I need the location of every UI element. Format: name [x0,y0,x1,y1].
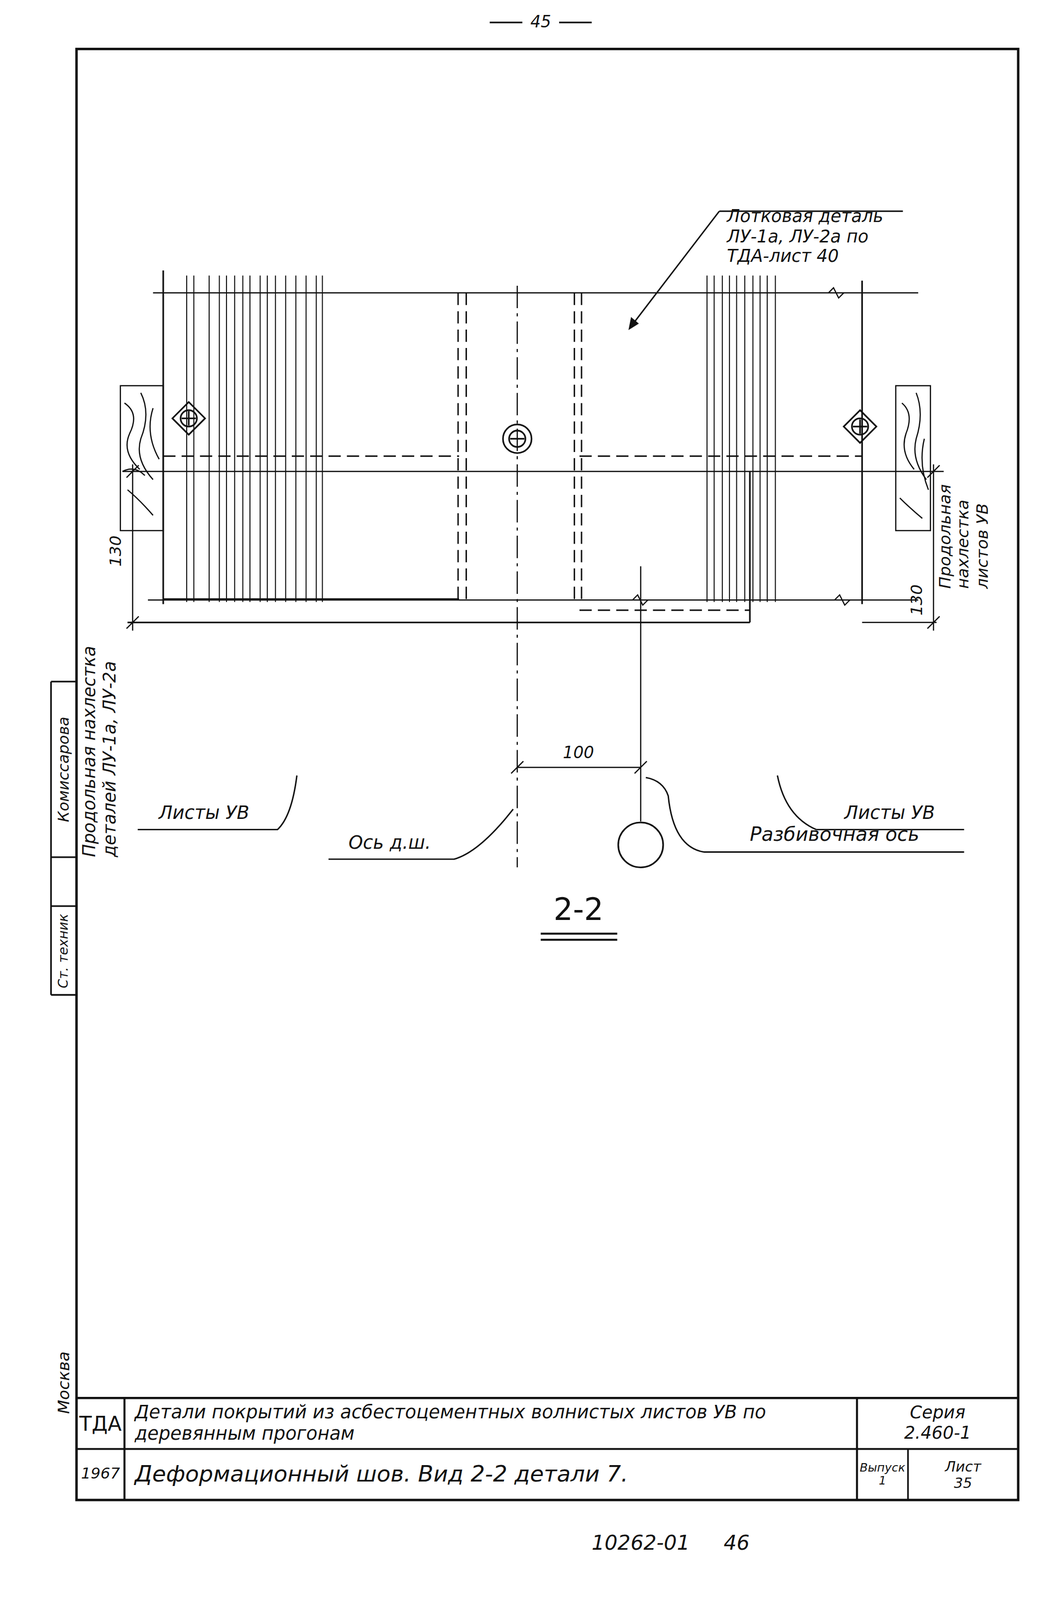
title-block-cell: 1967 [76,1449,125,1501]
dimension-text: 46 [723,1531,750,1555]
view-title: 2-2 [553,892,604,929]
callout-label: Ось д.ш. [348,832,431,854]
sheet-frame [50,856,77,858]
bolt-symbols [172,402,206,436]
title-block-cell: Выпуск1 [856,1449,908,1501]
leader-lines [777,775,964,830]
callout-label: Разбивочная ось [749,823,920,846]
sheet-frame [50,681,52,995]
callout-label: Продольная нахлестка листов УВ [936,456,993,589]
wooden-purlins [122,392,160,516]
sheet-frame [76,48,1019,1501]
leader-lines [629,318,638,329]
joint-axis [516,285,518,868]
sheet-frame [50,22,1019,1501]
title-block-cell: Лист35 [908,1449,1019,1501]
sheet-frame [855,1398,858,1501]
overlap-lines [127,621,750,624]
title-block-text: Детали покрытий из асбестоцементных волн… [134,1402,847,1445]
leader-lines [328,809,514,859]
bolt-symbols [852,419,868,434]
callout-label: Продольная нахлестка деталей ЛУ-1а, ЛУ-2… [80,571,120,858]
callout-label: Ст. техник [56,914,73,989]
corrugation-lines [186,275,323,602]
bolt-symbols [510,438,525,440]
sheet-frame [559,21,592,23]
dimension-130 [126,464,940,631]
title-block-cell: Деформационный шов. Вид 2-2 детали 7. [124,1449,857,1501]
sheet-frame [76,1448,1019,1451]
dimension-text: 45 [530,12,552,32]
overlap-lines [122,471,944,623]
hidden-lines [163,456,863,611]
sheet-frame [123,1398,126,1501]
title-block-cell: ТДА [76,1398,125,1449]
leader-lines [137,211,965,860]
corrugation-lines [748,471,751,623]
title-block-cell: Серия 2.460-1 [856,1398,1019,1449]
dimension-100 [511,566,648,822]
axis-bubble [618,822,664,868]
wooden-purlins [120,385,931,531]
dimension-text: 10262-01 [591,1531,690,1555]
title-block-text: ТДА [79,1412,122,1436]
leader-lines [632,211,719,325]
dimension-text: 130 [107,535,126,568]
sheet-outline [828,287,844,298]
bolt-symbols [509,430,526,448]
callout-label: Комиссарова [55,716,73,823]
overlap-lines [122,470,944,472]
leader-lines [137,775,298,830]
sheet-frame [50,905,77,908]
dimension-100 [511,566,648,822]
bolt-symbols [502,424,532,454]
view-title-underline [540,934,618,941]
bolt-symbols [172,402,877,454]
title-block-cell: Детали покрытий из асбестоцементных волн… [124,1398,857,1449]
dimension-text: 130 [907,584,927,616]
sheet-frame [907,1449,909,1501]
wooden-purlins [895,385,931,531]
leader-lines [645,777,964,853]
title-block-text: Деформационный шов. Вид 2-2 детали 7. [134,1461,628,1488]
title-block-text: 1967 [81,1465,120,1484]
hidden-lines [163,292,863,610]
dimension-text: 100 [563,743,595,763]
sheet-outline [147,270,919,605]
dimension-130 [126,464,139,631]
title-block-text: Выпуск [859,1461,906,1475]
bolt-symbols [180,410,198,427]
overlap-lines [862,621,938,623]
callout-label: Лотковая деталь ЛУ-1а, ЛУ-2а по ТДА-лист… [726,206,906,267]
overlap-lines [163,598,460,600]
sheet-frame [489,21,523,23]
wooden-purlins [899,392,929,519]
joint-axis [516,285,518,868]
sheet-frame [50,681,77,683]
corrugation-lines [706,275,776,602]
sheet-outline [632,594,850,605]
view-title-underline [540,934,618,941]
title-block-text: Лист [944,1458,982,1475]
wooden-purlins [120,385,164,531]
callout-label: Листы УВ [844,802,936,824]
sheet-frame [50,994,77,996]
bolt-symbols [181,411,197,426]
callout-label: Москва [54,1351,74,1415]
corrugation-lines [186,275,776,623]
sheet-frame [76,1397,1019,1400]
hidden-lines [458,292,582,600]
title-block-text: 35 [953,1474,973,1492]
bolt-symbols [851,418,869,435]
callout-label: Листы УВ [158,802,250,824]
title-block-text: Серия 2.460-1 [891,1403,984,1444]
title-block-text: 1 [878,1474,887,1489]
sheet-outline [147,599,919,601]
bolt-symbols [843,410,877,444]
axis-bubble [618,822,664,868]
